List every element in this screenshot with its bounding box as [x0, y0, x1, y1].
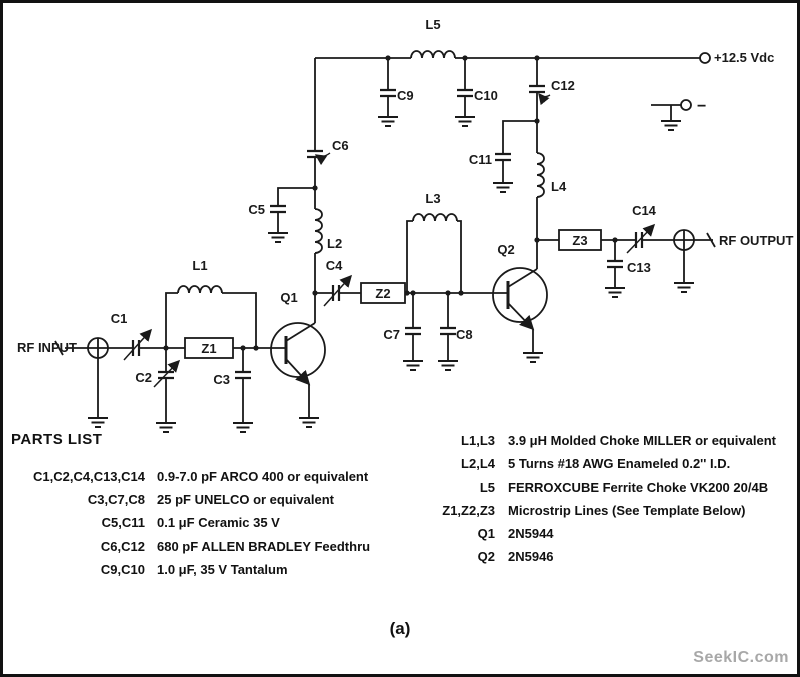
label-c5: C5 — [248, 202, 265, 217]
feedthru-label-arrows — [314, 92, 551, 166]
label-c9: C9 — [397, 88, 414, 103]
parts-list-heading: PARTS LIST — [11, 431, 103, 448]
parts-list-row: L1,L3 3.9 μH Molded Choke MILLER or equi… — [423, 433, 776, 448]
label-c2: C2 — [135, 370, 152, 385]
parts-list-row: L2,L4 5 Turns #18 AWG Enameled 0.2'' I.D… — [423, 456, 730, 471]
label-l1: L1 — [192, 258, 207, 273]
part-refs: C9,C10 — [100, 562, 145, 577]
part-desc: 1.0 μF, 35 V Tantalum — [157, 562, 288, 577]
transistor-q2 — [492, 267, 548, 331]
schematic-canvas: Z1 Z2 Z3 — [17, 17, 793, 433]
ground-symbols — [88, 116, 694, 433]
label-vcc: +12.5 Vdc — [714, 50, 774, 65]
part-desc: FERROXCUBE Ferrite Choke VK200 20/4B — [508, 480, 769, 495]
label-c8: C8 — [456, 327, 473, 342]
part-desc: 2N5944 — [508, 526, 554, 541]
label-c14: C14 — [632, 203, 657, 218]
variable-cap-arrows — [123, 223, 656, 388]
part-desc: 0.1 μF Ceramic 35 V — [157, 515, 280, 530]
label-l4: L4 — [551, 179, 567, 194]
parts-list-row: C5,C11 0.1 μF Ceramic 35 V — [7, 515, 280, 530]
label-l2: L2 — [327, 236, 342, 251]
parts-list-row: L5 FERROXCUBE Ferrite Choke VK200 20/4B — [423, 480, 768, 495]
microstrip-z2: Z2 — [360, 282, 406, 304]
figure-caption: (a) — [389, 619, 411, 638]
part-refs: L1,L3 — [461, 433, 495, 448]
part-refs: Q1 — [477, 526, 495, 541]
parts-list-row: C6,C12 680 pF ALLEN BRADLEY Feedthru — [7, 539, 370, 554]
part-desc: 0.9-7.0 pF ARCO 400 or equivalent — [157, 469, 369, 484]
parts-list-row: Z1,Z2,Z3 Microstrip Lines (See Template … — [423, 503, 745, 518]
label-c4: C4 — [326, 258, 343, 273]
capacitor-plates — [131, 84, 644, 380]
rf-input-connector — [87, 337, 109, 359]
label-c11: C11 — [469, 152, 492, 167]
part-refs: C1,C2,C4,C13,C14 — [33, 469, 145, 484]
label-c10: C10 — [474, 88, 498, 103]
part-refs: Q2 — [477, 549, 495, 564]
part-desc: Microstrip Lines (See Template Below) — [508, 503, 746, 518]
part-desc: 25 pF UNELCO or equivalent — [157, 492, 334, 507]
label-c13: C13 — [627, 260, 651, 275]
part-desc: 3.9 μH Molded Choke MILLER or equivalent — [508, 433, 776, 448]
rf-output-connector — [673, 229, 695, 251]
parts-list-row: Q1 2N5944 — [423, 526, 554, 541]
part-desc: 680 pF ALLEN BRADLEY Feedthru — [157, 539, 371, 554]
label-l5: L5 — [425, 17, 440, 32]
label-l3: L3 — [425, 191, 440, 206]
junction-dots — [163, 55, 618, 351]
part-refs: L5 — [479, 480, 495, 495]
parts-list-row: C3,C7,C8 25 pF UNELCO or equivalent — [7, 492, 334, 507]
part-refs: L2,L4 — [461, 456, 495, 471]
label-z3: Z3 — [572, 233, 587, 248]
part-desc: 5 Turns #18 AWG Enameled 0.2'' I.D. — [508, 456, 731, 471]
label-z2: Z2 — [375, 286, 390, 301]
microstrip-z3: Z3 — [558, 229, 602, 251]
parts-list-row: Q2 2N5946 — [423, 549, 554, 564]
transistor-q1 — [270, 322, 326, 386]
label-z1: Z1 — [201, 341, 216, 356]
parts-list-row: C9,C10 1.0 μF, 35 V Tantalum — [7, 562, 288, 577]
component-labels: L5 +12.5 Vdc − C9 C10 C12 C11 L4 C6 C5 L… — [17, 17, 793, 387]
part-refs: Z1,Z2,Z3 — [442, 503, 495, 518]
label-q2: Q2 — [497, 242, 514, 257]
label-c1: C1 — [111, 311, 128, 326]
watermark: SeekIC.com — [693, 649, 789, 666]
vcc-terminal — [699, 52, 711, 64]
parts-list-row: C1,C2,C4,C13,C14 0.9-7.0 pF ARCO 400 or … — [7, 469, 368, 484]
wire-network — [54, 57, 716, 423]
minus-terminal — [680, 99, 692, 111]
part-refs: C6,C12 — [100, 539, 145, 554]
label-c6: C6 — [332, 138, 349, 153]
label-rf-output: RF OUTPUT — [719, 233, 793, 248]
label-minus: − — [697, 98, 706, 115]
microstrip-z1: Z1 — [184, 337, 234, 359]
part-desc: 2N5946 — [508, 549, 554, 564]
label-rf-input: RF INPUT — [17, 340, 77, 355]
label-c7: C7 — [383, 327, 400, 342]
label-c12: C12 — [551, 78, 575, 93]
part-refs: C5,C11 — [101, 515, 145, 530]
part-refs: C3,C7,C8 — [87, 492, 145, 507]
label-c3: C3 — [213, 372, 230, 387]
inductor-coils — [177, 50, 545, 294]
label-q1: Q1 — [280, 290, 297, 305]
